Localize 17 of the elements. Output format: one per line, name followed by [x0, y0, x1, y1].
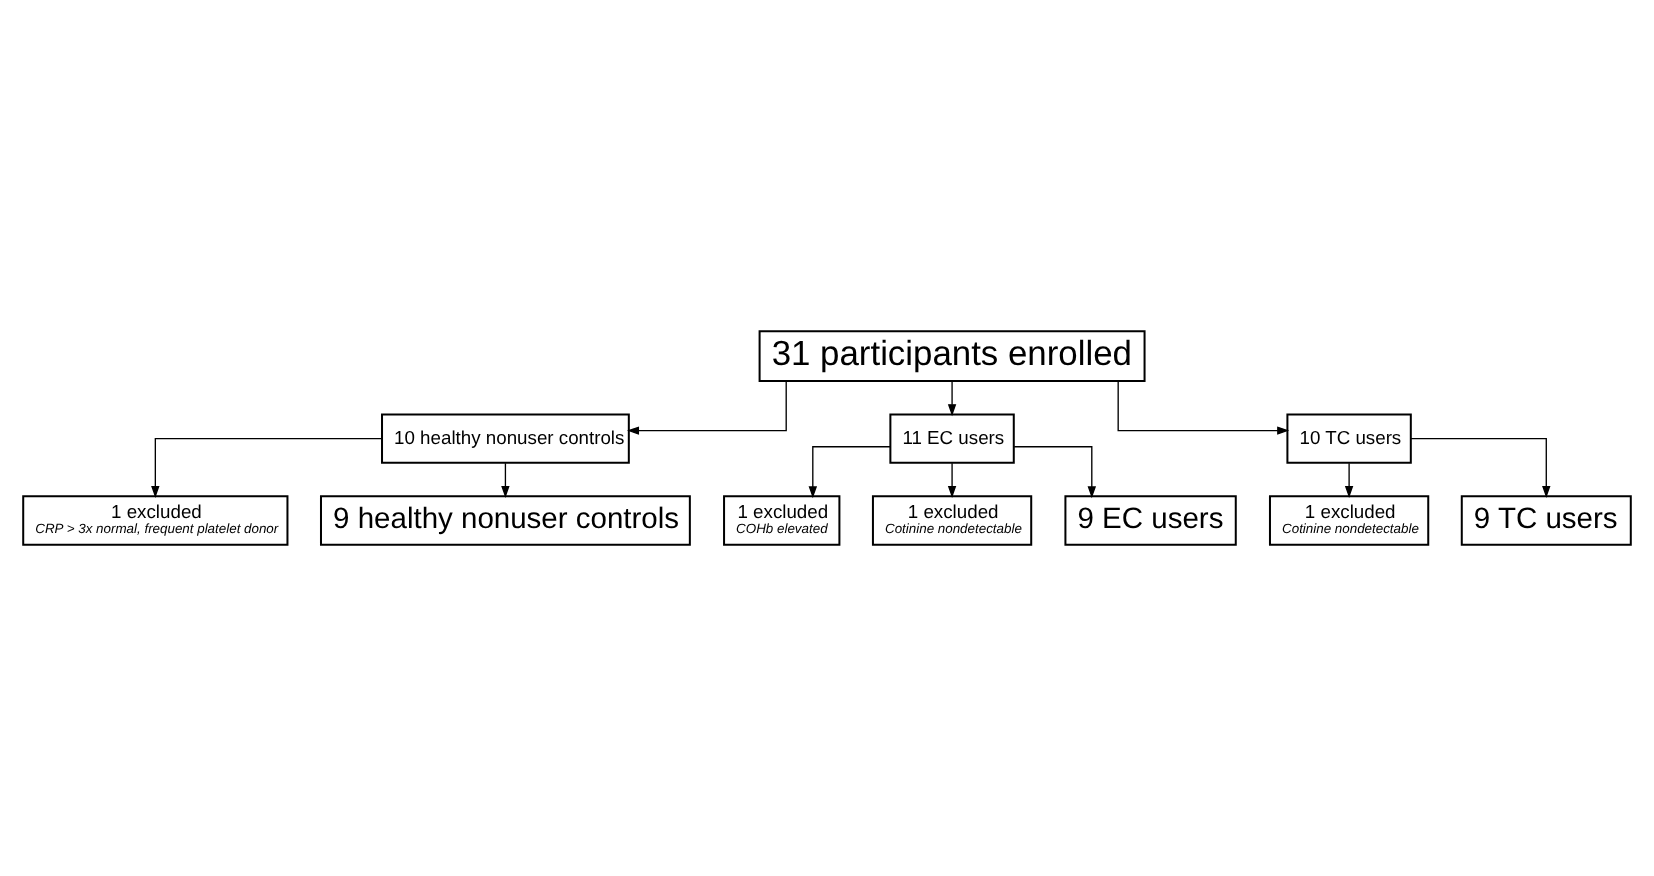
arrow	[501, 462, 510, 498]
node-box: 31 participants enrolled	[758, 330, 1146, 382]
arrow	[947, 380, 957, 417]
node-box: 11 EC users	[889, 413, 1015, 464]
arrow	[151, 438, 383, 498]
arrow	[1344, 462, 1354, 498]
arrow	[1013, 446, 1097, 499]
node-box: 9 healthy nonuser controls	[320, 495, 691, 546]
arrow	[1410, 438, 1551, 498]
node-box: 10 TC users	[1286, 413, 1412, 464]
node-box: 9 EC users	[1064, 495, 1237, 546]
arrow	[947, 462, 957, 498]
arrow	[1117, 380, 1290, 435]
node-box: 10 healthy nonuser controls	[381, 413, 630, 464]
arrow	[626, 380, 787, 435]
node-box: 9 TC users	[1460, 495, 1632, 546]
arrow	[808, 446, 891, 499]
